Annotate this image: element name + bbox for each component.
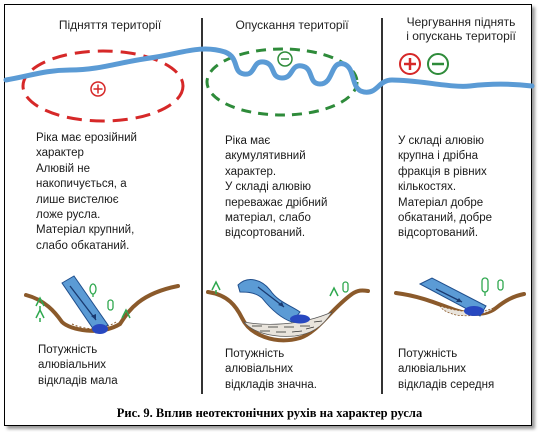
valley-subsidence bbox=[206, 279, 370, 343]
plus-icon bbox=[90, 81, 106, 97]
title-alternation: Чергування піднять і опускань території bbox=[406, 15, 516, 43]
minus-icon bbox=[427, 53, 449, 75]
column-divider-1 bbox=[201, 18, 203, 394]
description-subsidence: Ріка має акумулятивний характер. У склад… bbox=[225, 135, 328, 240]
thickness-subsidence: Потужність алювіальних відкладів значна. bbox=[225, 348, 317, 391]
figure-frame bbox=[4, 4, 532, 426]
subsidence-zone-ellipse bbox=[205, 47, 359, 117]
description-alternation: У складі алювію крупна і дрібна фракція … bbox=[398, 135, 493, 240]
thickness-alternation: Потужність алювіальних відкладів середня bbox=[398, 348, 495, 391]
valley-uplift bbox=[24, 275, 180, 334]
uplift-zone-ellipse bbox=[21, 49, 185, 123]
title-subsidence: Опускання території bbox=[235, 18, 349, 32]
river-line bbox=[3, 46, 535, 95]
description-uplift: Ріка має ерозійний характер Алювій не на… bbox=[36, 132, 137, 252]
minus-icon bbox=[277, 51, 293, 67]
plus-icon bbox=[399, 53, 421, 75]
column-divider-2 bbox=[381, 18, 383, 394]
title-uplift: Підняття території bbox=[58, 18, 162, 32]
figure-caption: Рис. 9. Вплив неотектонічних рухів на ха… bbox=[116, 406, 423, 420]
valley-alternation bbox=[394, 277, 526, 317]
thickness-uplift: Потужність алювіальних відкладів мала bbox=[38, 344, 118, 387]
